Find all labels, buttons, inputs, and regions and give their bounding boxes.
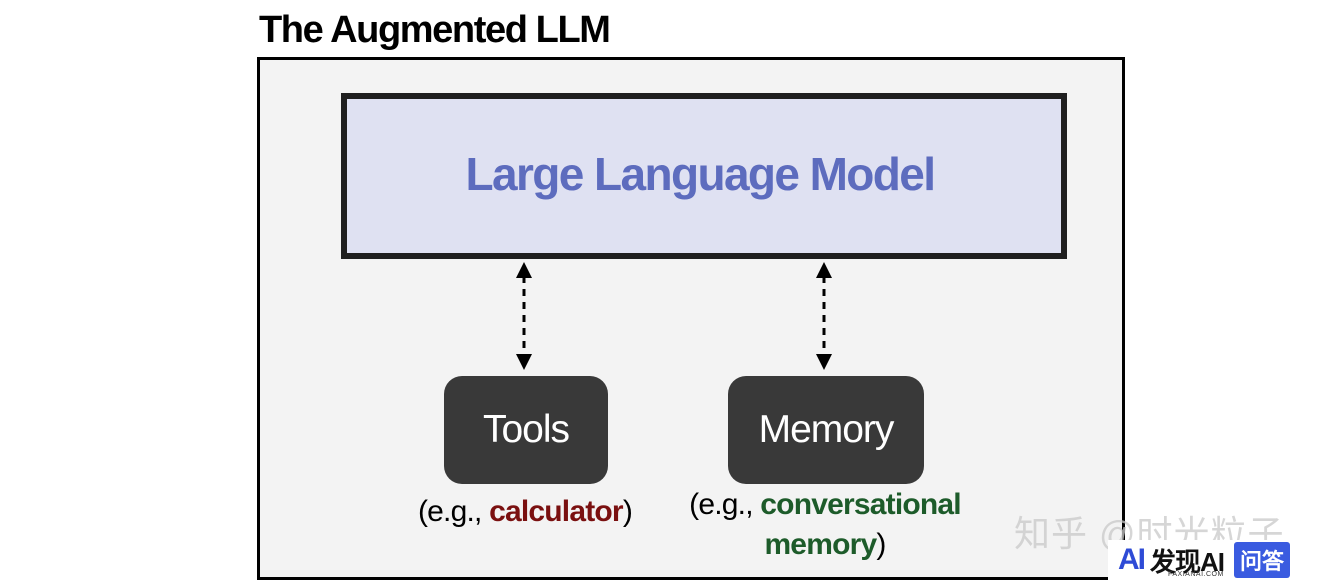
tools-label: Tools [482, 408, 570, 451]
memory-caption: (e.g., conversational memory) [670, 485, 980, 565]
memory-caption-example-1: conversational [760, 488, 961, 521]
tools-caption: (e.g., calculator) [395, 492, 655, 532]
tools-arrow [516, 262, 532, 370]
diagram-title: The Augmented LLM [259, 9, 611, 51]
brand-logo-icon: AI [1118, 543, 1146, 576]
brand-name: 发现AI [1150, 546, 1225, 577]
tools-caption-suffix: ) [622, 495, 633, 528]
memory-arrow [816, 262, 832, 370]
tools-caption-prefix: (e.g., [417, 495, 490, 528]
memory-label: Memory [758, 408, 895, 451]
memory-caption-example-2: memory [764, 528, 877, 561]
memory-caption-suffix: ) [876, 528, 886, 561]
brand-domain: FAXIANAI.COM [1168, 571, 1224, 578]
brand-badge: AI 发现AI FAXIANAI.COM 问答 [1108, 540, 1328, 580]
llm-label: Large Language Model [465, 148, 937, 200]
tools-node: Tools [444, 376, 608, 484]
llm-box: Large Language Model [341, 93, 1067, 259]
memory-caption-prefix: (e.g., [689, 488, 761, 521]
tools-caption-example: calculator [489, 495, 624, 528]
memory-node: Memory [728, 376, 924, 484]
brand-pill: 问答 [1234, 542, 1291, 578]
